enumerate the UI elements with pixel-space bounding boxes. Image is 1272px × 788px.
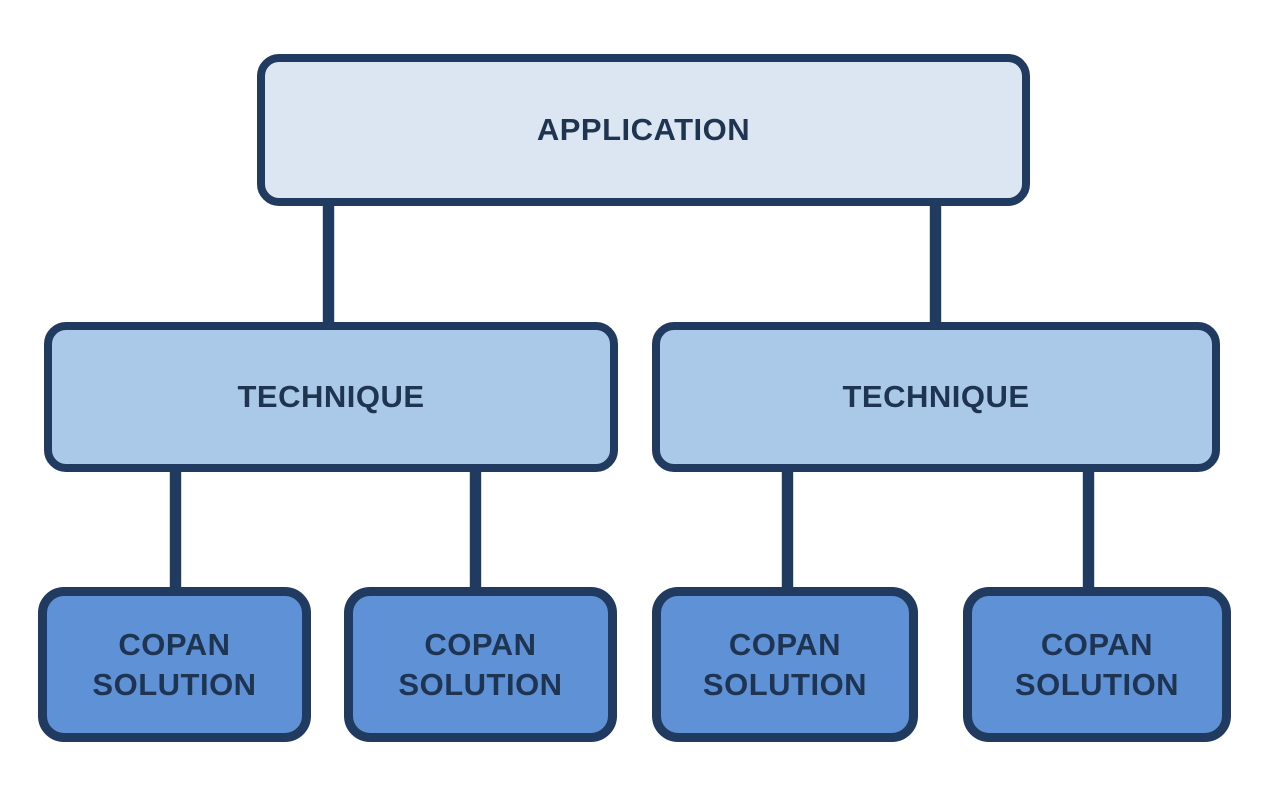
copan-solution-node-1: COPAN SOLUTION xyxy=(38,587,311,742)
copan-solution-node-1-label: COPAN SOLUTION xyxy=(92,627,257,702)
copan-solution-node-2-label: COPAN SOLUTION xyxy=(398,627,563,702)
edge-technique-right-to-solution-3 xyxy=(782,464,793,595)
copan-solution-node-3-label: COPAN SOLUTION xyxy=(702,627,868,702)
technique-node-left: TECHNIQUE xyxy=(44,322,618,472)
technique-node-right-label: TECHNIQUE xyxy=(842,379,1030,415)
copan-solution-node-2: COPAN SOLUTION xyxy=(344,587,617,742)
edge-application-to-technique-right xyxy=(930,198,941,330)
application-node: APPLICATION xyxy=(257,54,1030,206)
edge-application-to-technique-left xyxy=(323,198,334,330)
edge-technique-left-to-solution-2 xyxy=(470,464,481,595)
application-node-label: APPLICATION xyxy=(536,112,751,148)
copan-solution-node-4-label: COPAN SOLUTION xyxy=(1014,627,1180,702)
copan-solution-node-3: COPAN SOLUTION xyxy=(652,587,918,742)
copan-solution-node-4: COPAN SOLUTION xyxy=(963,587,1231,742)
technique-node-right: TECHNIQUE xyxy=(652,322,1220,472)
technique-node-left-label: TECHNIQUE xyxy=(237,379,425,415)
edge-technique-left-to-solution-1 xyxy=(170,464,181,595)
edge-technique-right-to-solution-4 xyxy=(1083,464,1094,595)
